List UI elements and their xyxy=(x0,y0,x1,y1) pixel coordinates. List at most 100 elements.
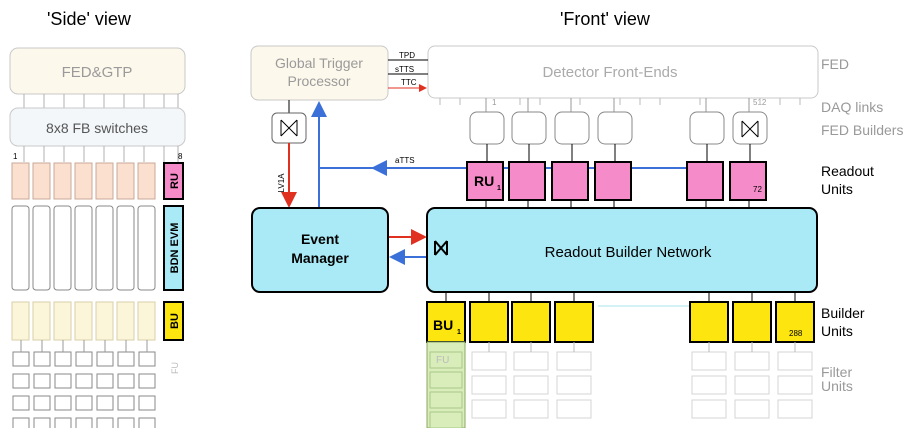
side-fu-cell xyxy=(54,417,72,428)
filter-unit-cell xyxy=(471,375,507,395)
front-view: Global Trigger Processor Detector Front-… xyxy=(250,45,819,428)
side-fu-cell xyxy=(96,417,114,428)
side-fu-grid xyxy=(12,340,156,428)
gtp-label-line2: Processor xyxy=(287,73,350,89)
side-fed-connectors xyxy=(23,94,179,108)
label-daq-links: DAQ links xyxy=(821,99,883,115)
side-switch-connectors xyxy=(23,146,179,162)
side-bdn-row xyxy=(11,205,156,291)
side-bdn-evm-box xyxy=(163,205,184,291)
side-bu-cell xyxy=(137,301,156,341)
label-builder-units: Units xyxy=(821,323,853,339)
label-fed-builders: FED Builders xyxy=(821,122,903,138)
filter-unit-cell xyxy=(471,351,507,371)
side-fu-cell xyxy=(138,373,156,389)
bu-first-sub: 1 xyxy=(457,329,461,336)
label-readout: Readout xyxy=(821,163,874,179)
gtp-switch-icon xyxy=(280,119,298,137)
readout-unit-box xyxy=(466,161,504,201)
side-fu-label: FU xyxy=(170,362,180,374)
gtp-box xyxy=(250,45,389,101)
side-bu-cell xyxy=(11,301,30,341)
daq-links xyxy=(439,98,801,112)
builder-units xyxy=(426,292,815,343)
filter-unit-cell xyxy=(556,375,592,395)
filter-unit-cell xyxy=(513,399,549,419)
filter-unit-cell xyxy=(691,399,727,419)
filter-unit-cell xyxy=(556,399,592,419)
side-fu-cell xyxy=(33,395,51,411)
bu-last-label: 288 xyxy=(789,329,803,338)
side-fu-cell xyxy=(75,373,93,389)
side-fu-cell xyxy=(54,351,72,367)
ru-first-label: RU xyxy=(474,173,494,189)
builder-unit-box xyxy=(469,301,509,343)
side-fu-cell xyxy=(33,373,51,389)
fed-builder-box xyxy=(732,111,768,145)
filter-unit-cell xyxy=(734,351,770,371)
event-manager-line1: Event xyxy=(301,231,339,247)
event-manager-line2: Manager xyxy=(291,250,349,266)
filter-units xyxy=(426,341,813,428)
side-bdn-cell xyxy=(137,205,156,291)
rbn-label: Readout Builder Network xyxy=(545,244,712,261)
side-ru-box xyxy=(163,162,184,200)
side-fu-cell xyxy=(96,395,114,411)
readout-unit-box xyxy=(686,161,724,201)
readout-units xyxy=(466,161,767,208)
side-fu-cell xyxy=(117,417,135,428)
side-bu-cell xyxy=(32,301,51,341)
filter-unit-cell xyxy=(691,375,727,395)
readout-builder-network-box xyxy=(426,207,818,293)
fed-builder-switch-icon xyxy=(741,120,759,138)
atts-label: aTTS xyxy=(395,156,415,165)
side-fb-switches-label: 8x8 FB switches xyxy=(46,120,148,136)
fu-cell-highlight xyxy=(429,411,463,428)
side-bu-cell xyxy=(95,301,114,341)
side-fu-cell xyxy=(33,351,51,367)
readout-unit-box xyxy=(551,161,589,201)
filter-unit-cell xyxy=(777,375,813,395)
fed-builder-box xyxy=(597,111,633,145)
gtp-label-line1: Global Trigger xyxy=(275,55,363,71)
filter-unit-cell xyxy=(777,351,813,371)
side-fu-cell xyxy=(96,373,114,389)
side-bdn-evm-label: BDN EVM xyxy=(169,223,181,274)
side-fu-cell xyxy=(12,373,30,389)
event-manager-box xyxy=(251,207,389,293)
side-fed-gtp-label: FED&GTP xyxy=(62,64,133,81)
side-bu-cell xyxy=(74,301,93,341)
side-bdn-cell xyxy=(32,205,51,291)
side-fu-cell xyxy=(54,373,72,389)
builder-unit-box xyxy=(511,301,551,343)
side-ru-cell xyxy=(137,162,156,200)
side-fu-cell xyxy=(54,395,72,411)
ttc-label: TTC xyxy=(401,78,417,87)
side-column-last: 8 xyxy=(178,152,183,161)
side-fu-cell xyxy=(75,395,93,411)
ru-first-sub: 1 xyxy=(497,185,501,192)
side-bu-box xyxy=(163,301,184,341)
side-fu-cell xyxy=(117,373,135,389)
side-ru-cell xyxy=(74,162,93,200)
front-view-title: 'Front' view xyxy=(560,9,651,29)
side-ru-cell xyxy=(95,162,114,200)
side-bdn-cell xyxy=(11,205,30,291)
filter-unit-cell xyxy=(513,375,549,395)
fed-builders xyxy=(469,111,768,162)
side-bdn-cell xyxy=(74,205,93,291)
side-fu-cell xyxy=(12,351,30,367)
detector-front-ends-label: Detector Front-Ends xyxy=(542,64,677,81)
filter-unit-cell xyxy=(471,399,507,419)
side-fed-gtp-box xyxy=(9,47,186,95)
detector-front-ends-box xyxy=(427,45,819,99)
label-readout-units: Units xyxy=(821,181,853,197)
filter-unit-cell xyxy=(513,351,549,371)
side-fu-cell xyxy=(12,395,30,411)
fu-cell-highlight xyxy=(429,371,463,389)
fed-builder-box xyxy=(469,111,505,145)
label-filter: Filter xyxy=(821,364,852,380)
side-fu-cell xyxy=(96,351,114,367)
side-fu-cell xyxy=(138,417,156,428)
builder-unit-box xyxy=(732,301,772,343)
